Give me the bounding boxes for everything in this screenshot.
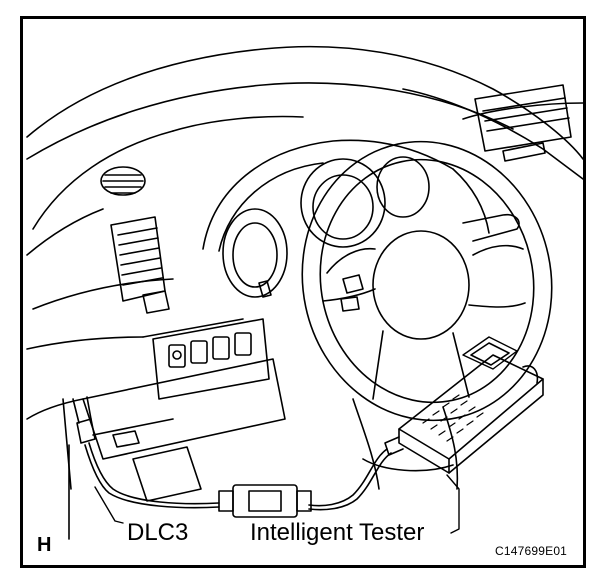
figure-corner-letter: H	[37, 534, 52, 556]
intelligent-tester-label: Intelligent Tester	[250, 519, 425, 546]
figure-code: C147699E01	[495, 544, 568, 558]
switch-panel	[152, 318, 270, 400]
wiper-stalk	[462, 213, 520, 242]
left-air-vent	[110, 216, 170, 314]
instrument-cluster	[202, 139, 490, 298]
intelligent-tester-device	[384, 336, 544, 474]
inline-connector	[218, 484, 312, 518]
tester-cable	[84, 442, 392, 511]
steering-column	[352, 398, 459, 490]
dlc3-plug	[68, 396, 96, 540]
right-air-vent	[474, 84, 572, 162]
dashboard-illustration	[26, 45, 583, 540]
figure-frame: H DLC3 Intelligent Tester C147699E01	[20, 16, 586, 568]
dlc3-label: DLC3	[127, 519, 189, 546]
label-leader-lines	[94, 474, 460, 534]
dashboard-outline	[26, 45, 583, 420]
steering-wheel	[301, 140, 553, 422]
dash-speaker-grille	[100, 166, 146, 196]
tester-keypad	[422, 394, 484, 442]
lower-dash-panel	[62, 358, 286, 502]
